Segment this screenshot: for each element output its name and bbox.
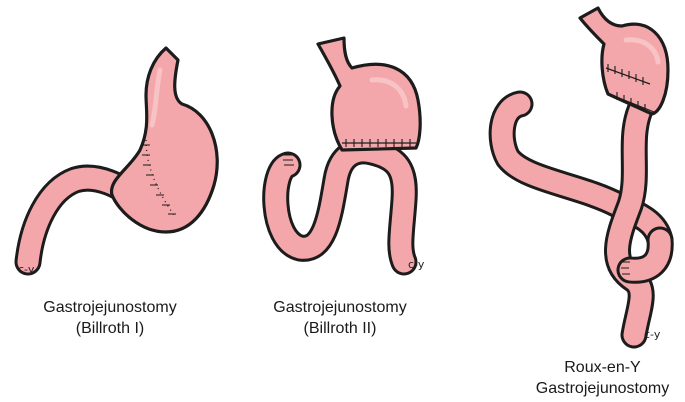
billroth-2-caption-line-1: Gastrojejunostomy — [273, 299, 407, 316]
billroth-2-caption-line-2: (Billroth II) — [303, 320, 377, 337]
roux-en-y-roux-limb — [607, 99, 652, 346]
roux-en-y-caption-line-2: Gastrojejunostomy — [535, 380, 670, 397]
billroth-2-stomach — [316, 36, 422, 152]
roux-en-y-illustration: c-y — [488, 6, 674, 349]
roux-en-y-anastomosis-suture — [613, 95, 655, 113]
roux-en-y-gastric-pouch — [578, 6, 670, 116]
billroth-2-signature: c-y — [408, 258, 425, 271]
billroth-1-stomach-highlight — [149, 67, 163, 128]
billroth-1-caption-line-2: (Billroth I) — [75, 320, 145, 337]
billroth-1-caption: Gastrojejunostomy (Billroth I) — [10, 297, 210, 339]
billroth-2-caption: Gastrojejunostomy (Billroth II) — [240, 297, 440, 339]
roux-en-y-caption-line-1: Roux-en-Y — [564, 359, 641, 376]
roux-en-y-afferent-limb — [491, 93, 671, 251]
billroth-2-jejunum — [265, 140, 415, 273]
roux-en-y-loop — [619, 229, 671, 281]
roux-en-y-signature: c-y — [644, 328, 661, 341]
billroth-2-illustration: c-y — [262, 36, 425, 276]
roux-en-y-caption: Roux-en-Y Gastrojejunostomy — [520, 357, 685, 399]
billroth-1-illustration: c-y — [14, 46, 219, 276]
billroth-1-signature: c-y — [18, 263, 35, 276]
billroth-1-caption-line-1: Gastrojejunostomy — [43, 299, 177, 316]
billroth-1-stomach — [110, 46, 219, 234]
